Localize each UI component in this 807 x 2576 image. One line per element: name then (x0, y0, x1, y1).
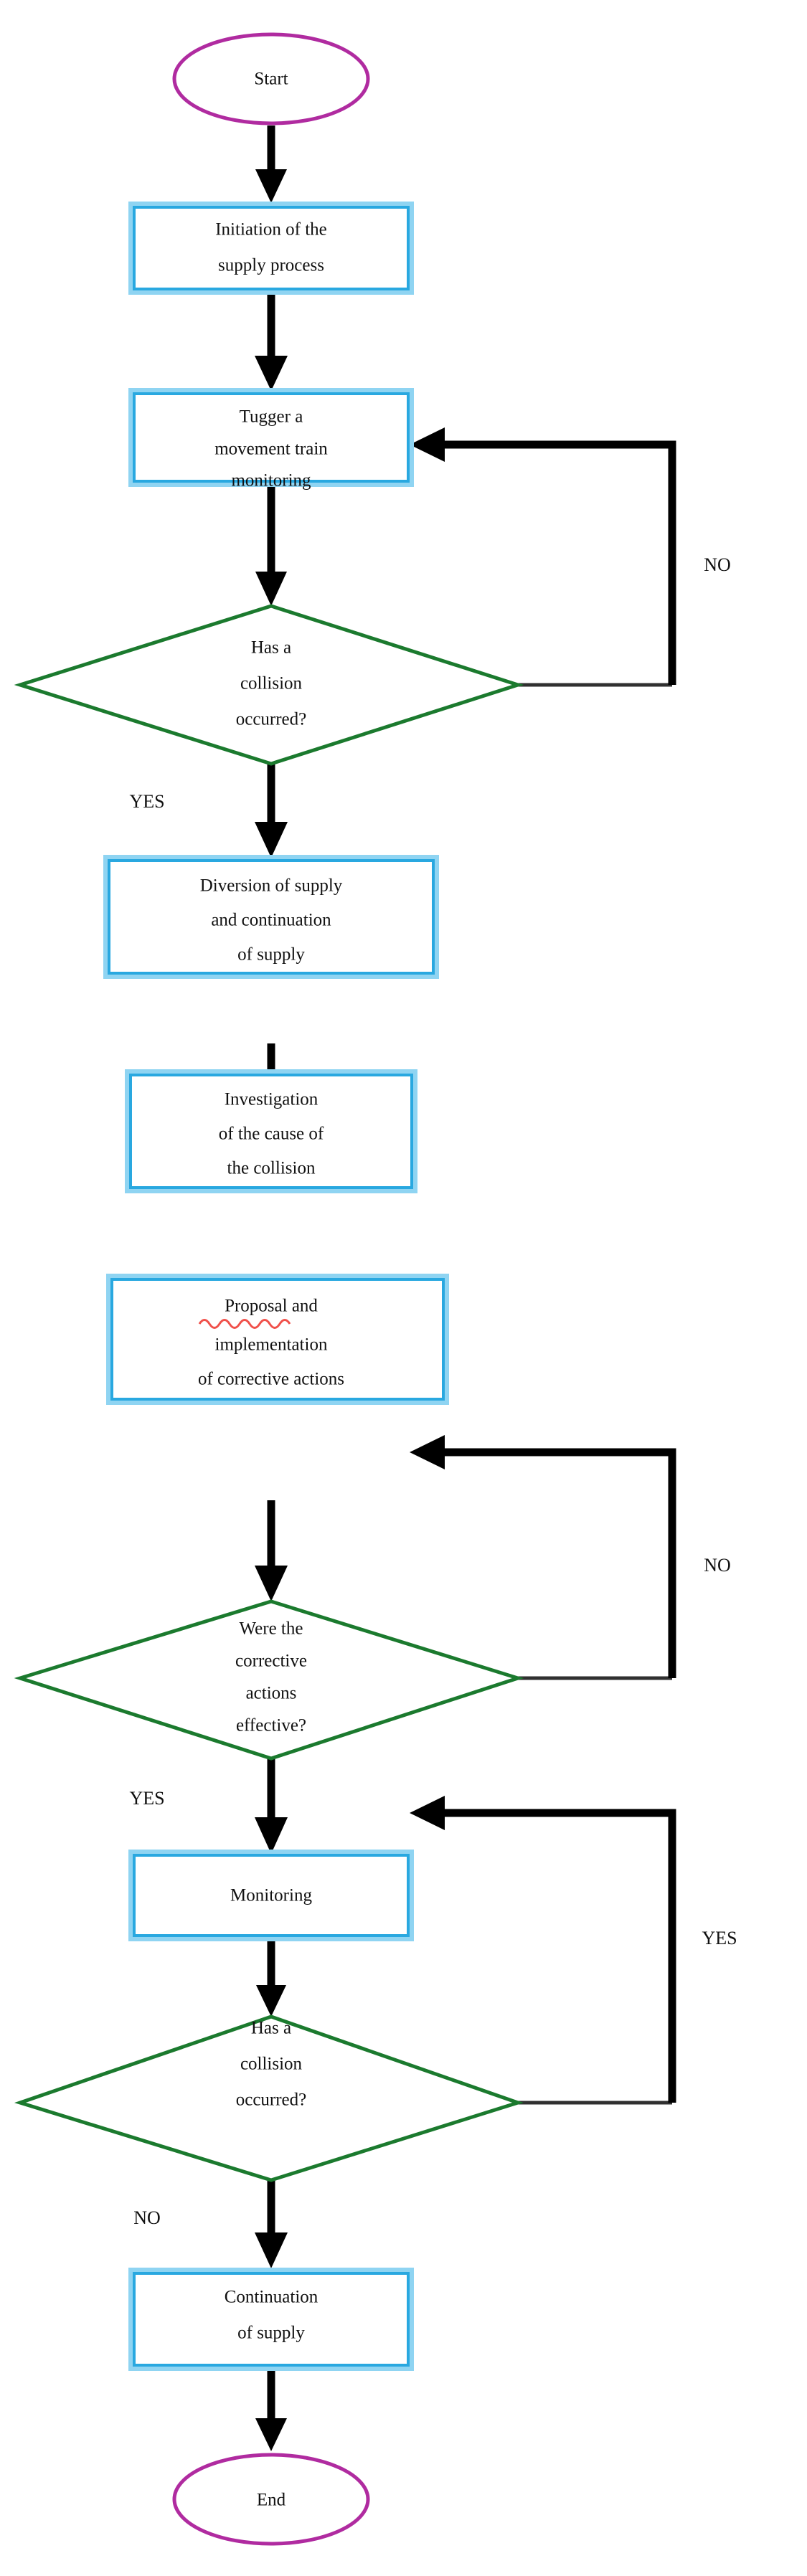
edge-tugger-to-collision-q1 (255, 483, 287, 606)
node-tugger-line-0: Tugger a (240, 407, 303, 427)
node-collision-question-1[interactable]: Has a collision occurred? (14, 604, 524, 766)
edge-label-yes-1: YES (129, 791, 164, 812)
node-end-line-0: End (257, 2491, 286, 2510)
node-investigation-line-2: the collision (227, 1159, 316, 1178)
node-collision-q2-line-2: occurred? (236, 2090, 307, 2110)
node-initiation-line-1: supply process (218, 256, 324, 275)
node-collision-q2-line-1: collision (240, 2055, 303, 2074)
node-continuation-line-0: Continuation (225, 2288, 318, 2307)
edge-monitoring-to-collision-q2 (256, 1938, 286, 2017)
node-tugger-line-2: monitoring (231, 471, 311, 491)
node-continuation-line-1: of supply (237, 2324, 305, 2343)
node-effective-q-line-3: effective? (236, 1716, 306, 1736)
node-monitoring[interactable]: Monitoring (128, 1850, 414, 1941)
node-diversion[interactable]: Diversion of supply and continuation of … (103, 855, 439, 979)
node-collision-q1-line-2: occurred? (236, 710, 307, 729)
node-collision-question-2[interactable]: Has a collision occurred? (14, 2014, 524, 2182)
node-initiation[interactable]: Initiation of the supply process (128, 202, 414, 295)
node-continuation[interactable]: Continuation of supply (128, 2268, 414, 2371)
node-collision-q1-line-1: collision (240, 674, 303, 693)
node-start-line-0: Start (254, 70, 288, 89)
spellcheck-underline-icon (198, 1319, 291, 1329)
node-proposal[interactable]: Proposal and implementation of correctiv… (106, 1274, 449, 1405)
edge-collision-q1-to-diversion (255, 764, 288, 858)
node-diversion-line-1: and continuation (211, 911, 331, 930)
node-effective-q-line-2: actions (246, 1684, 297, 1703)
node-collision-q2-line-0: Has a (251, 2019, 291, 2038)
node-initiation-line-0: Initiation of the (215, 220, 327, 240)
node-investigation-line-1: of the cause of (219, 1124, 324, 1144)
node-monitoring-line-0: Monitoring (230, 1886, 312, 1905)
edge-label-no-3: NO (133, 2207, 161, 2228)
node-proposal-line-2: of corrective actions (198, 1370, 344, 1389)
edge-label-yes-loop-3: YES (702, 1928, 737, 1948)
node-diversion-line-2: of supply (237, 945, 305, 965)
node-collision-q1-line-0: Has a (251, 638, 291, 658)
edge-label-yes-2: YES (129, 1788, 164, 1809)
edge-label-no-loop-1: NO (704, 554, 731, 575)
edge-effective-q-no-loop (410, 1435, 676, 1680)
node-tugger-line-1: movement train (214, 440, 328, 459)
edge-label-no-loop-2: NO (704, 1555, 731, 1576)
edge-collision-q2-yes-loop (410, 1796, 676, 2105)
node-start[interactable]: Start (172, 32, 370, 126)
node-effective-q-line-1: corrective (235, 1652, 307, 1671)
node-end[interactable]: End (172, 2453, 370, 2546)
node-tugger[interactable]: Tugger a movement train monitoring (128, 388, 414, 491)
node-proposal-line-0: Proposal and (225, 1297, 318, 1316)
node-proposal-line-1: implementation (215, 1335, 328, 1355)
edge-collision-q1-no-loop (410, 427, 676, 687)
node-diversion-line-0: Diversion of supply (200, 876, 343, 896)
node-investigation[interactable]: Investigation of the cause of the collis… (125, 1069, 417, 1193)
edge-initiation-to-tugger (255, 293, 288, 391)
edge-effective-q-to-monitoring (255, 1758, 288, 1854)
edge-start-to-initiation (255, 126, 287, 203)
node-investigation-line-0: Investigation (225, 1090, 318, 1109)
edge-proposal-to-effective-q (255, 1500, 288, 1601)
edge-collision-q2-to-continuation (255, 2180, 288, 2268)
node-effective-q-line-0: Were the (240, 1619, 303, 1639)
node-effective-question[interactable]: Were the corrective actions effective? (14, 1599, 524, 1761)
edge-continuation-to-end (255, 2368, 287, 2451)
